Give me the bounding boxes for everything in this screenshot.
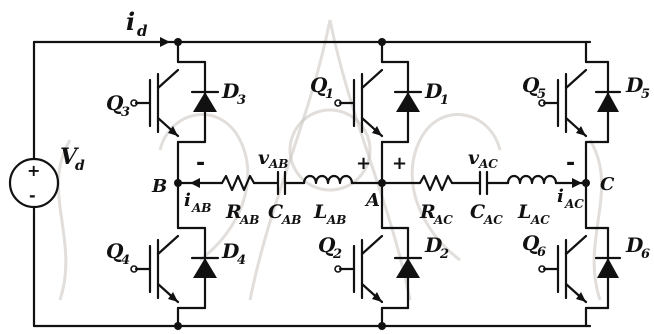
d5-label: D xyxy=(625,73,644,97)
iab-label: i xyxy=(184,190,191,211)
igbt-q4 xyxy=(130,234,180,304)
diode-d3 xyxy=(190,90,220,112)
rac-label: R xyxy=(419,201,436,223)
vab-label: v xyxy=(258,147,270,169)
d3-label: D xyxy=(221,79,240,103)
d2-label-sub: 2 xyxy=(439,247,449,262)
svg-text:-: - xyxy=(29,186,36,205)
q1-label: Q xyxy=(310,73,328,97)
node-c-label: C xyxy=(600,174,615,195)
igbt-q5 xyxy=(538,68,588,138)
dc-bus xyxy=(32,40,592,328)
lab-label-sub: AB xyxy=(326,213,346,227)
load-branch-ab xyxy=(176,170,384,196)
diode-d6 xyxy=(594,256,622,278)
watermark-ornament xyxy=(56,19,604,301)
load-branch-ac xyxy=(380,170,588,196)
d1-label-sub: 1 xyxy=(440,93,449,108)
node-a-label: A xyxy=(364,190,380,211)
q2-label-sub: 2 xyxy=(332,247,342,262)
id-label-sub: d xyxy=(137,22,148,40)
q5-label-sub: 5 xyxy=(537,87,546,102)
iab-label-sub: AB xyxy=(191,201,211,215)
cab-label-sub: AB xyxy=(281,213,301,227)
vac-label: v xyxy=(468,147,480,169)
junction-dots xyxy=(174,38,590,330)
igbt-q2 xyxy=(334,234,384,304)
lac-label-sub: AC xyxy=(530,213,550,227)
d2-label: D xyxy=(424,233,443,257)
igbt-q1 xyxy=(334,68,384,138)
d6-label: D xyxy=(625,233,644,257)
minus-sign-c: - xyxy=(566,151,575,176)
d6-label-sub: 6 xyxy=(641,247,650,262)
q4-label-sub: 4 xyxy=(121,253,130,268)
d4-label-sub: 4 xyxy=(237,253,246,268)
minus-sign-b: - xyxy=(196,151,205,176)
d4-label: D xyxy=(221,239,240,263)
igbt-q3 xyxy=(130,68,180,138)
q3-label-sub: 3 xyxy=(121,105,130,120)
diode-d4 xyxy=(190,256,220,278)
dc-voltage-source: + - xyxy=(8,157,60,209)
q5-label: Q xyxy=(522,73,540,97)
node-b-label: B xyxy=(151,176,167,197)
igbt-q6 xyxy=(538,234,588,304)
cab-label: C xyxy=(268,201,283,223)
svg-text:+: + xyxy=(27,161,40,180)
q6-label-sub: 6 xyxy=(537,245,546,260)
d3-label-sub: 3 xyxy=(237,93,246,108)
q4-label: Q xyxy=(106,239,124,263)
cac-label: C xyxy=(470,201,485,223)
q1-label-sub: 1 xyxy=(325,87,334,102)
q2-label: Q xyxy=(318,233,336,257)
rab-label-sub: AB xyxy=(239,213,259,227)
lab-label: L xyxy=(313,201,327,223)
iac-label-sub: AC xyxy=(564,197,584,211)
iac-label: i xyxy=(557,186,564,207)
cac-label-sub: AC xyxy=(483,213,503,227)
plus-sign-a-left: + xyxy=(356,153,371,174)
d5-label-sub: 5 xyxy=(641,87,650,102)
plus-sign-a-right: + xyxy=(392,153,407,174)
diode-d5 xyxy=(594,90,622,112)
id-label: i xyxy=(126,7,135,36)
vd-label-sub: d xyxy=(75,158,85,174)
rab-label: R xyxy=(225,201,242,223)
q3-label: Q xyxy=(106,91,124,115)
id-current-arrow xyxy=(160,37,170,47)
vab-label-sub: AB xyxy=(268,157,288,171)
vd-label: V xyxy=(60,144,79,170)
diode-d2 xyxy=(393,256,423,278)
q6-label: Q xyxy=(522,231,540,255)
d1-label: D xyxy=(424,79,443,103)
vac-label-sub: AC xyxy=(478,157,498,171)
lac-label: L xyxy=(517,201,531,223)
diode-d1 xyxy=(393,90,423,112)
rac-label-sub: AC xyxy=(433,213,453,227)
